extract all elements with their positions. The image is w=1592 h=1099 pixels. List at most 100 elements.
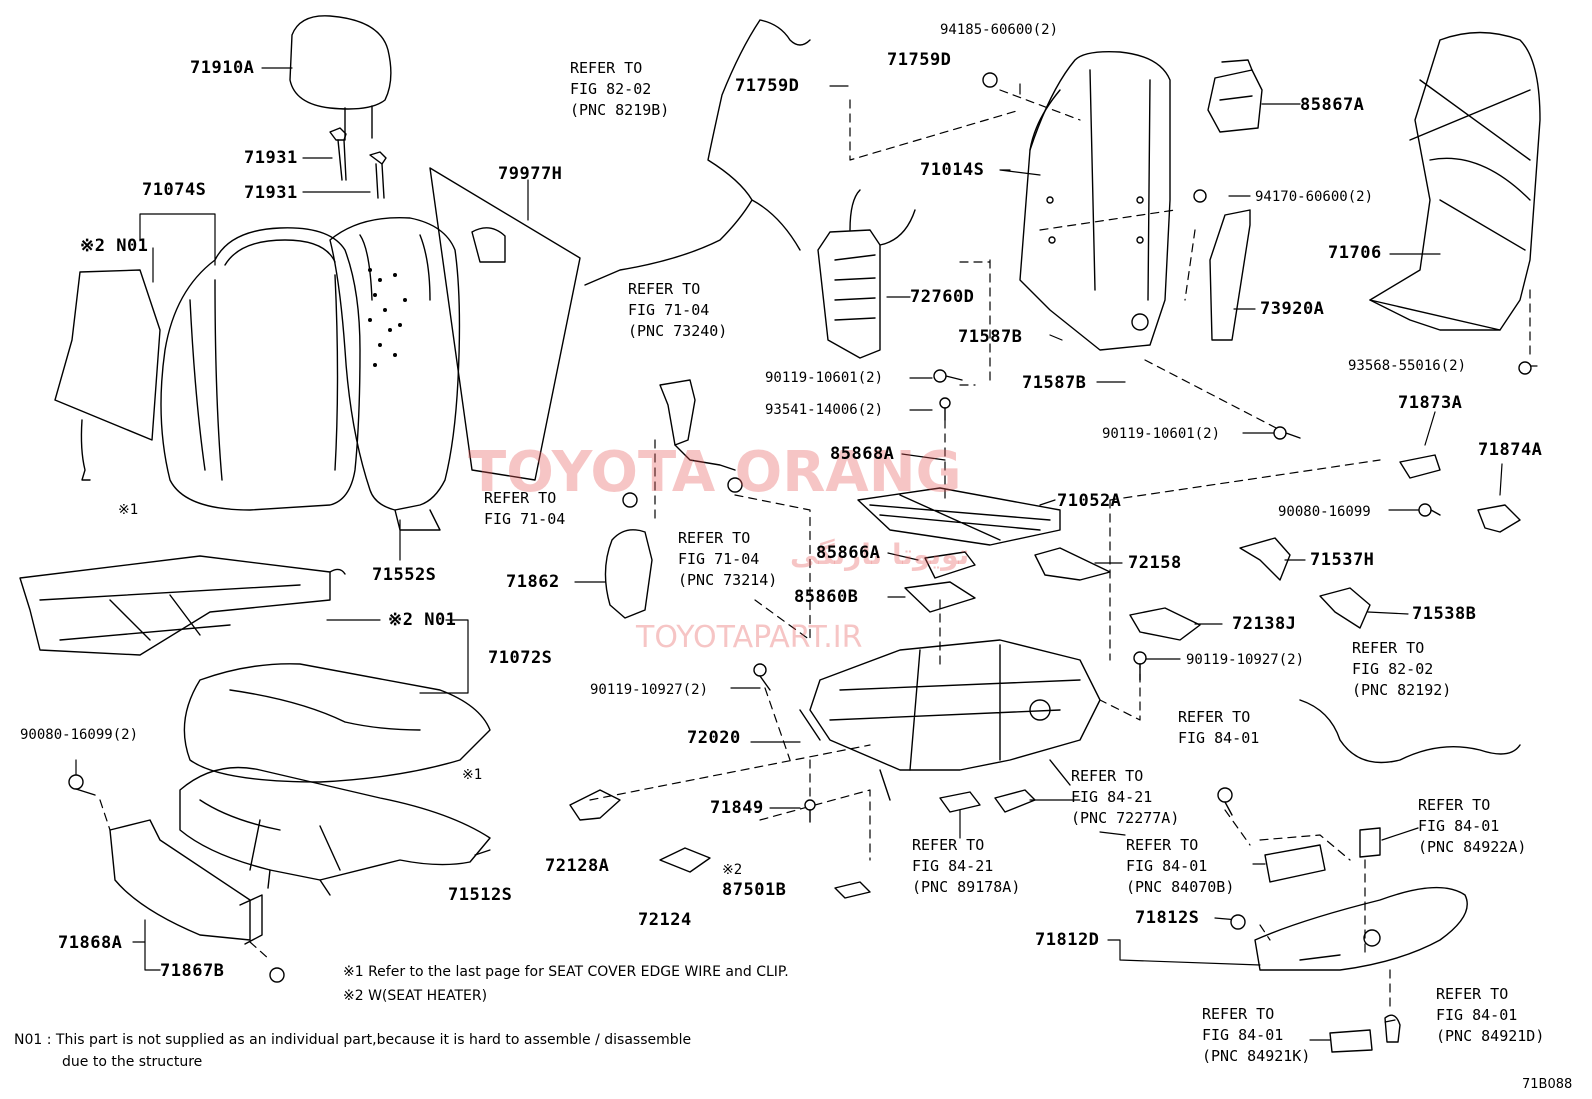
- seatback-pad-drawing: [329, 216, 461, 531]
- part-number-label: 73920A: [1260, 299, 1325, 319]
- clip-71874a: [1477, 504, 1521, 533]
- belt-buckle-drawing: [659, 379, 736, 471]
- footnote-n01: N01 : This part is not supplied as an in…: [14, 1032, 692, 1048]
- lumbar-support-drawing: [817, 189, 916, 359]
- watermark-farsi: تویوتا نارنگی: [790, 538, 970, 571]
- part-number-label: 71552S: [372, 565, 437, 585]
- part-number-label: 72158: [1128, 553, 1182, 573]
- clip-71873a: [1399, 454, 1441, 479]
- part-number-label: 71931: [244, 183, 298, 203]
- part-number-label: 71874A: [1478, 440, 1543, 460]
- cushion-cover-drawing: [183, 663, 491, 783]
- bracket-72138j: [1129, 607, 1201, 641]
- part-number-label: 71512S: [448, 885, 513, 905]
- part-number-label: 71052A: [1057, 491, 1122, 511]
- part-number-label: 85866A: [816, 543, 881, 563]
- seatback-pad-holes: [368, 268, 407, 367]
- side-shield-71812d: [1254, 886, 1468, 971]
- part-number-label: 93568-55016(2): [1348, 358, 1467, 374]
- part-number-label: 71537H: [1310, 550, 1375, 570]
- part-72124: [659, 847, 711, 873]
- leader-lines: [75, 67, 1538, 1041]
- bracket-71537h: [1239, 537, 1291, 581]
- fastener-bolts: [68, 72, 1532, 983]
- switch-89178a: [939, 791, 981, 813]
- switch-72277a: [994, 789, 1036, 813]
- part-number-label: 72020: [687, 728, 741, 748]
- cushion-pad-drawing: [179, 766, 491, 896]
- front-cover: [109, 819, 251, 941]
- part-number-label: 90119-10927(2): [1186, 652, 1305, 668]
- part-number-label: 71867B: [160, 961, 225, 981]
- part-number-label: 90080-16099(2): [20, 727, 139, 743]
- seat-frame-drawing: [799, 639, 1101, 801]
- part-number-label: 71538B: [1412, 604, 1477, 624]
- note-mark: ※1: [118, 502, 139, 518]
- footnote-1: ※1 Refer to the last page for SEAT COVER…: [343, 964, 789, 980]
- part-number-label: 93541-14006(2): [765, 402, 884, 418]
- part-number-label: 94185-60600(2): [940, 22, 1059, 38]
- seatback-frame-drawing: [1019, 50, 1171, 351]
- bracket-71538b: [1319, 587, 1371, 629]
- part-number-label: 85860B: [794, 587, 859, 607]
- watermark-main: TOYOTA ORANG: [468, 440, 962, 505]
- part-number-label: 71759D: [887, 50, 952, 70]
- back-heater-sheet: [429, 167, 581, 481]
- watermark-site: TOYOTAPART.IR: [636, 620, 863, 655]
- wire-harness-right: [1299, 699, 1521, 764]
- part-number-label: 71587B: [958, 327, 1023, 347]
- part-87501b: [834, 881, 871, 899]
- back-heater-element: [54, 269, 161, 441]
- part-number-label: 71931: [244, 148, 298, 168]
- part-number-label: 71014S: [920, 160, 985, 180]
- part-number-label: 87501B: [722, 880, 787, 900]
- cushion-spring-drawing: [857, 487, 1061, 546]
- headrest-drawing: [289, 15, 392, 199]
- part-number-label: 90119-10601(2): [1102, 426, 1221, 442]
- note-mark: ※1: [462, 767, 483, 783]
- part-number-label: 90080-16099: [1278, 504, 1371, 520]
- wire-harness-top: [584, 19, 811, 286]
- part-number-label: 71910A: [190, 58, 255, 78]
- part-number-label: 72760D: [910, 287, 975, 307]
- part-number-label: 90119-10601(2): [765, 370, 884, 386]
- part-number-label: ※2 N01: [388, 610, 457, 630]
- side-trim-73920a: [1209, 209, 1251, 341]
- part-number-label: 71873A: [1398, 393, 1463, 413]
- part-number-label: 71812S: [1135, 908, 1200, 928]
- part-85860b: [904, 581, 976, 613]
- part-number-label: 71706: [1328, 243, 1382, 263]
- part-number-label: 72138J: [1232, 614, 1297, 634]
- part-number-label: 71587B: [1022, 373, 1087, 393]
- part-number-label: 79977H: [498, 164, 563, 184]
- seatback-cover-drawing: [160, 227, 361, 511]
- part-number-label: ※2 N01: [80, 236, 149, 256]
- bracket-72158: [1034, 547, 1111, 581]
- part-number-label: 90119-10927(2): [590, 682, 709, 698]
- back-board-drawing: [1369, 31, 1541, 331]
- part-number-label: 94170-60600(2): [1255, 189, 1374, 205]
- footnote-n01-cont: due to the structure: [62, 1054, 203, 1070]
- dashed-assembly-lines: [99, 89, 1531, 1011]
- part-number-label: 71868A: [58, 933, 123, 953]
- part-85866a: [924, 551, 976, 579]
- part-72128a: [569, 789, 621, 821]
- part-number-label: 85868A: [830, 444, 895, 464]
- switch-84922a: [1359, 827, 1381, 858]
- module-85867a: [1207, 59, 1263, 133]
- part-number-label: 71759D: [735, 76, 800, 96]
